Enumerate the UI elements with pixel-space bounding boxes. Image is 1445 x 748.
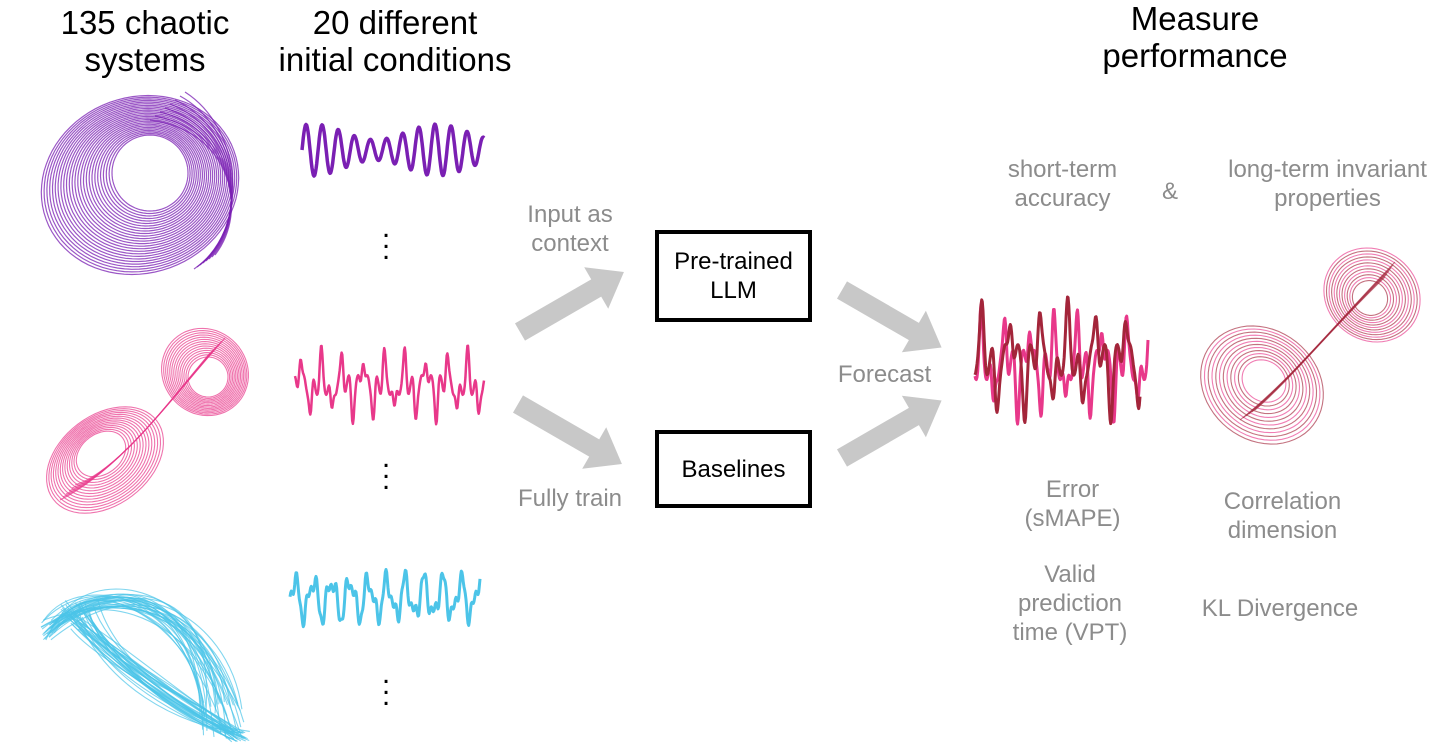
baselines-box: Baselines: [655, 430, 812, 508]
vpt-label: Valid prediction time (VPT): [1012, 561, 1128, 646]
purple-timeseries-icon: [300, 122, 486, 178]
conditions-header: 20 different initial conditions: [278, 4, 512, 78]
error-smape-label: Error (sMAPE): [1024, 476, 1121, 532]
forecast-timeseries-icon: [973, 295, 1150, 426]
forecast-label: Forecast: [837, 361, 932, 388]
invariant-attractor-icon: [1200, 247, 1421, 445]
ampersand-label: &: [1161, 178, 1178, 205]
correlation-dimension-label: Correlation dimension: [1223, 488, 1342, 544]
pretrained-llm-box: Pre-trained LLM: [655, 230, 812, 322]
arrow-to-baselines: [513, 395, 622, 469]
fully-train-label: Fully train: [517, 485, 623, 512]
pink-timeseries-icon: [293, 344, 486, 426]
purple-attractor-icon: [40, 91, 240, 276]
arrow-baselines-to-forecast: [837, 395, 942, 467]
measure-header: Measure performance: [1102, 0, 1288, 74]
arrow-llm-to-forecast: [837, 281, 942, 353]
systems-header: 135 chaotic systems: [60, 4, 230, 78]
kl-divergence-label: KL Divergence: [1201, 595, 1359, 622]
short-term-accuracy-label: short-term accuracy: [1007, 156, 1118, 212]
long-term-invariant-label: long-term invariant properties: [1228, 156, 1427, 212]
input-context-label: Input as context: [527, 201, 613, 257]
flow-arrows: [513, 267, 942, 469]
arrow-to-llm: [515, 267, 624, 341]
ellipsis-cyan: ...: [381, 657, 391, 712]
pink-attractor-icon: [46, 327, 249, 514]
ellipsis-pink: ...: [381, 441, 391, 496]
cyan-timeseries-icon: [288, 568, 482, 629]
ellipsis-purple: ...: [381, 211, 391, 266]
cyan-attractor-icon: [40, 588, 250, 743]
